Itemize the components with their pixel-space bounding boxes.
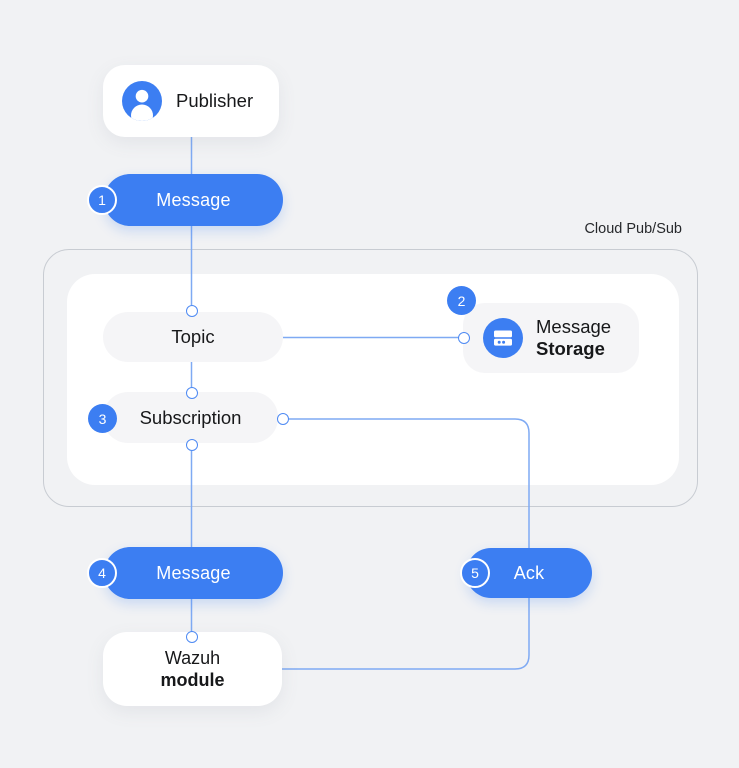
message-in-pill[interactable]: Message xyxy=(104,174,283,226)
topic-label: Topic xyxy=(171,326,215,347)
connector-subscription-top xyxy=(185,387,198,399)
publisher-label: Publisher xyxy=(176,90,254,111)
storage-icon xyxy=(483,318,523,358)
cloud-pubsub-label: Cloud Pub/Sub xyxy=(584,221,682,237)
ack-label: Ack xyxy=(513,562,545,583)
person-icon xyxy=(122,81,162,121)
step-badge-2: 2 xyxy=(447,286,476,315)
wazuh-module-node[interactable]: Wazuh module xyxy=(103,632,282,706)
message-storage-label-line2: Storage xyxy=(536,338,605,359)
message-storage-label-line1: Message xyxy=(536,316,612,337)
subscription-node[interactable]: Subscription xyxy=(103,392,278,443)
subscription-label: Subscription xyxy=(139,406,242,428)
connector-subscription-right xyxy=(277,413,289,425)
message-out-pill[interactable]: Message xyxy=(104,547,283,599)
connector-wazuh-top xyxy=(185,631,198,643)
message-storage-label: Message Storage xyxy=(536,316,611,360)
message-in-label: Message xyxy=(156,189,231,210)
step-badge-5: 5 xyxy=(460,558,490,588)
step-badge-4: 4 xyxy=(87,558,117,588)
step-badge-3: 3 xyxy=(88,404,117,433)
publisher-node[interactable]: Publisher xyxy=(103,65,279,137)
connector-storage-left xyxy=(458,331,470,344)
topic-node[interactable]: Topic xyxy=(103,312,283,362)
wazuh-label-line2: module xyxy=(160,670,225,690)
message-storage-node[interactable]: Message Storage xyxy=(463,303,639,373)
step-badge-1: 1 xyxy=(87,185,117,215)
connector-subscription-bottom xyxy=(185,439,198,451)
connector-topic-top xyxy=(185,305,198,317)
message-out-label: Message xyxy=(156,562,231,583)
wazuh-label-line1: Wazuh xyxy=(164,648,221,668)
